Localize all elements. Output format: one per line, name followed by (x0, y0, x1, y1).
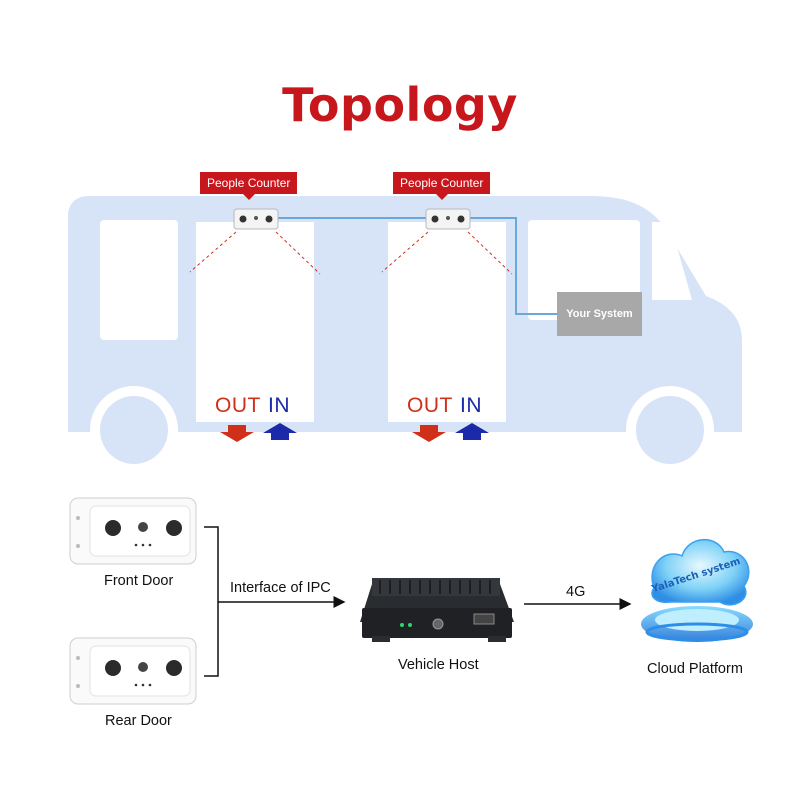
bus-counter-rear (381, 208, 513, 275)
rear-door-in-label: IN (460, 394, 482, 417)
your-system-box: Your System (557, 292, 642, 336)
people-counter-label-front: People Counter (200, 172, 298, 200)
vehicle-host-caption: Vehicle Host (398, 657, 479, 673)
vehicle-host-device (360, 578, 514, 642)
front-door-in-label: IN (268, 394, 290, 417)
front-door-caption: Front Door (104, 573, 174, 589)
front-door-out-label: OUT (215, 394, 261, 417)
bus-illustration (68, 196, 742, 474)
cloud-platform-caption: Cloud Platform (647, 661, 743, 677)
counter-cable (274, 217, 557, 315)
front-door-counter-device (69, 497, 197, 565)
cloud-platform-logo: YalaTech system (641, 538, 753, 642)
4g-caption: 4G (566, 584, 586, 600)
rear-door-caption: Rear Door (105, 713, 172, 729)
door-arrows (220, 423, 489, 442)
people-counter-label-rear: People Counter (393, 172, 491, 200)
ipc-connector (204, 526, 344, 677)
rear-door-counter-device (69, 637, 197, 705)
rear-door-out-label: OUT (407, 394, 453, 417)
page-title: Topology (282, 78, 518, 132)
bus-counter-front (189, 208, 321, 275)
interface-caption: Interface of IPC (230, 580, 331, 596)
